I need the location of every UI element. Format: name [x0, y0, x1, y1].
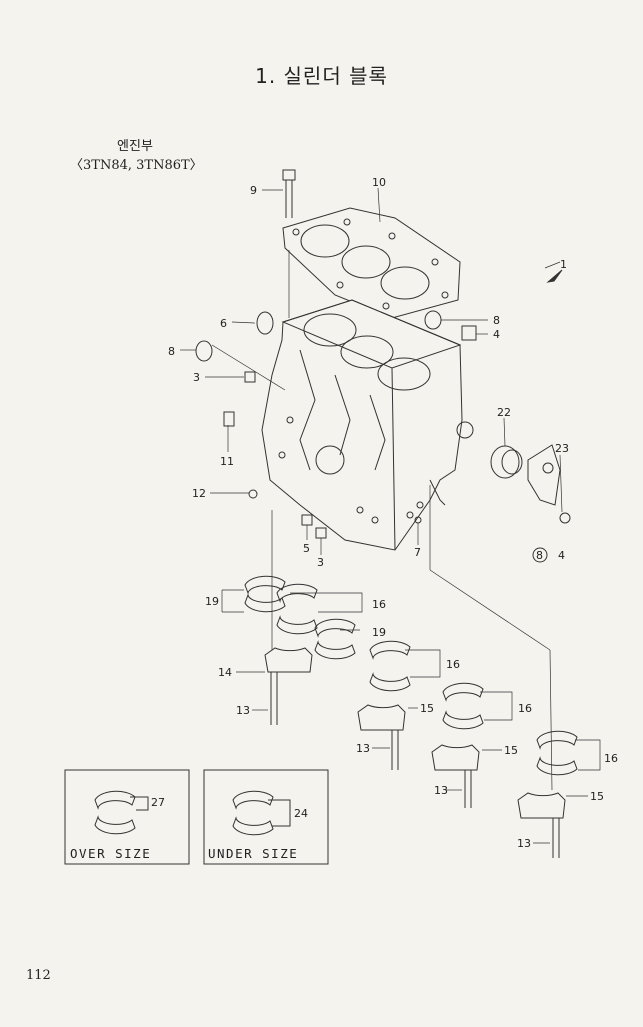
over-size-bearing: [94, 790, 149, 835]
under-size-label: UNDER SIZE: [208, 846, 299, 861]
page-number: 112: [26, 968, 51, 983]
callout-24: 24: [294, 807, 308, 820]
plug-3b: [315, 527, 327, 539]
callout-8-right: 8: [493, 314, 500, 327]
plug-12: [248, 489, 258, 499]
callout-7: 7: [414, 546, 421, 559]
section-label-models: 〈3TN84, 3TN86T〉: [70, 158, 203, 173]
callout-16-a: 16: [372, 598, 386, 611]
callout-15-b: 15: [504, 744, 518, 757]
callout-8-left: 8: [168, 345, 175, 358]
callout-11: 11: [220, 455, 234, 468]
circled-8: [532, 547, 548, 563]
plug-4: [461, 325, 477, 341]
callout-27: 27: [151, 796, 165, 809]
over-size-label: OVER SIZE: [70, 846, 152, 861]
callout-6: 6: [220, 317, 227, 330]
head-gasket: [282, 207, 461, 319]
page-title: 1. 실린더 블록: [255, 64, 388, 88]
section-label-engine: 엔진부: [117, 139, 153, 154]
bolt-23: [559, 512, 571, 524]
callout-9: 9: [250, 184, 257, 197]
seal-8-right: [424, 310, 442, 330]
plug-6: [256, 311, 274, 335]
callout-11-lower: 13: [434, 784, 448, 797]
callout-16-b: 16: [446, 658, 460, 671]
callout-3-bottom: 3: [317, 556, 324, 569]
callout-13-a: 13: [236, 704, 250, 717]
callout-5: 5: [303, 542, 310, 555]
callout-4-bottom: 4: [558, 549, 565, 562]
callout-16-c: 16: [518, 702, 532, 715]
callout-3-top: 3: [193, 371, 200, 384]
callout-13-b: 13: [356, 742, 370, 755]
oil-seal-22: [490, 445, 523, 479]
callout-12: 12: [192, 487, 206, 500]
plug-5: [301, 514, 313, 526]
callout-19-right: 19: [372, 626, 386, 639]
leader-lines: [180, 187, 601, 844]
callout-1: 1: [560, 258, 567, 271]
callout-10: 10: [372, 176, 386, 189]
callout-22: 22: [497, 406, 511, 419]
cap-bolts: [270, 672, 560, 858]
under-size-box: [203, 769, 329, 865]
callout-14: 14: [218, 666, 232, 679]
under-size-bearing: [232, 790, 291, 836]
fitting-11: [223, 411, 235, 427]
bearing-caps: [264, 647, 566, 819]
housing-23: [527, 444, 561, 506]
callout-13-c: 13: [517, 837, 531, 850]
callout-15-c: 15: [590, 790, 604, 803]
bearing-shells: [244, 575, 578, 776]
plug-3: [244, 371, 256, 383]
seal-8-left: [195, 340, 213, 362]
callout-8-circled: 8: [536, 549, 543, 562]
callout-19-left: 19: [205, 595, 219, 608]
head-bolt: [282, 169, 296, 218]
cylinder-block: [261, 299, 474, 551]
callout-23: 23: [555, 442, 569, 455]
over-size-box: [64, 769, 190, 865]
callout-15-a: 15: [420, 702, 434, 715]
section-label: 엔진부 〈3TN84, 3TN86T〉: [70, 137, 203, 175]
callout-4-top: 4: [493, 328, 500, 341]
callout-16-d: 16: [604, 752, 618, 765]
arrow-icon: [546, 269, 563, 283]
